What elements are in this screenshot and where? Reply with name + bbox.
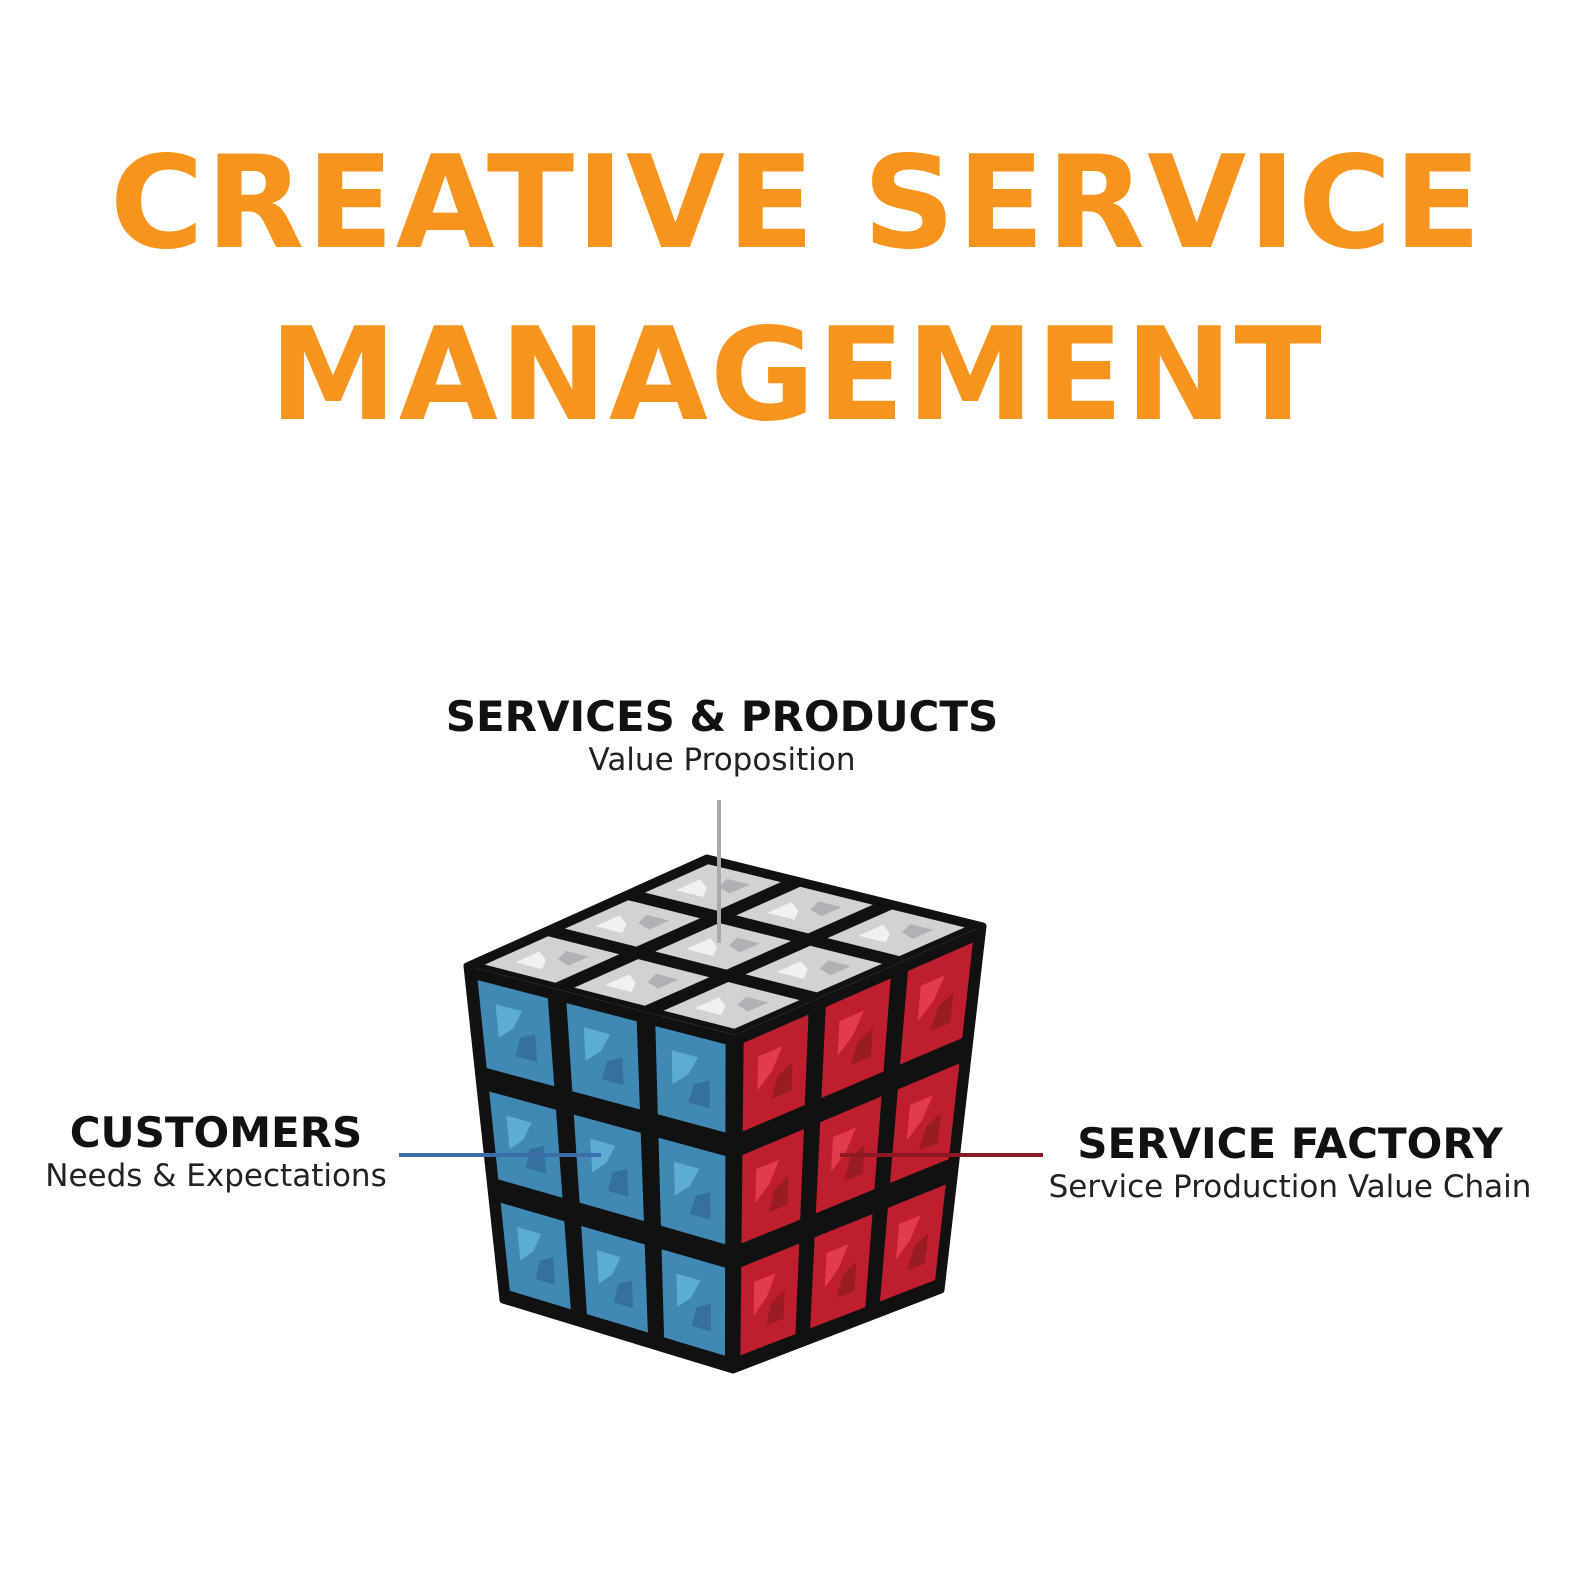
sticker-highlight [895,1215,921,1260]
sticker-shadow [691,1303,711,1332]
sticker-highlight [753,1273,776,1316]
sticker-highlight [517,1227,541,1261]
top-face-sticker [564,900,701,947]
label-sub: Value Proposition [588,742,856,779]
sticker-highlight [906,1095,934,1141]
label-sub: Needs & Expectations [45,1158,387,1195]
sticker-highlight [767,902,799,920]
top-face-sticker [574,959,710,1006]
sticker-highlight [515,951,546,970]
label-sub: Service Production Value Chain [1048,1169,1532,1206]
sticker-shadow [525,1145,547,1174]
top-face-sticker [827,909,965,957]
sticker-highlight [595,915,627,934]
label-service-factory: SERVICE FACTORY Service Production Value… [1040,1119,1540,1207]
sticker-highlight [858,924,890,943]
sticker-shadow [810,901,842,917]
sticker-shadow [907,1233,929,1271]
label-heading: SERVICES & PRODUCTS [445,692,999,741]
sticker-shadow [902,924,934,939]
right-face-sticker [741,1129,804,1244]
label-heading: SERVICE FACTORY [1077,1119,1503,1168]
sticker-highlight [506,1115,532,1150]
sticker-shadow [768,1176,789,1213]
sticker-shadow [851,1027,873,1065]
sticker-highlight [676,1273,701,1307]
sticker-highlight [583,1027,611,1061]
sticker-highlight [674,1161,700,1196]
right-face-sticker [740,1243,800,1356]
top-face-sticker [655,923,792,970]
right-face-sticker [900,942,973,1065]
sticker-shadow [613,1280,634,1309]
sticker-highlight [604,974,636,993]
sticker-highlight [776,961,808,979]
sticker-shadow [819,960,851,976]
top-face-sticker [645,864,781,911]
sticker-shadow [638,914,670,930]
sticker-shadow [688,1080,710,1109]
label-customers: CUSTOMERS Needs & Expectations [16,1108,416,1196]
sticker-shadow [771,1062,793,1099]
sticker-highlight [757,1046,783,1091]
sticker-shadow [647,973,679,989]
sticker-highlight [755,1159,780,1204]
sticker-shadow [836,1261,857,1298]
label-services-products: SERVICES & PRODUCTS Value Proposition [422,692,1022,780]
sticker-highlight [831,1127,857,1172]
top-face-sticker [484,936,620,983]
sticker-shadow [930,992,954,1031]
right-face-sticker [821,978,891,1098]
right-face-sticker [810,1214,873,1329]
sticker-highlight [596,1250,621,1284]
sticker-shadow [918,1112,941,1151]
sticker-shadow [515,1034,538,1063]
sticker-highlight [495,1004,522,1038]
cube-front-edge [729,1034,739,1371]
sticker-shadow [689,1192,711,1220]
sticker-highlight [686,938,717,956]
sticker-shadow [602,1057,624,1086]
sticker-shadow [718,878,750,894]
sticker-shadow [766,1290,785,1326]
sticker-highlight [917,975,946,1022]
right-face-sticker [742,1014,809,1132]
sticker-highlight [694,997,726,1016]
sticker-shadow [557,950,589,966]
label-heading: CUSTOMERS [69,1108,363,1157]
top-face-sticker [663,982,800,1029]
top-face-sticker [736,886,873,934]
sticker-highlight [837,1010,864,1057]
title-line-2: MANAGEMENT [269,301,1324,450]
sticker-highlight [675,879,707,897]
title-line-1: CREATIVE SERVICE [109,129,1484,278]
sticker-highlight [590,1138,616,1173]
top-face-sticker [745,945,883,993]
sticker-highlight [824,1244,849,1288]
sticker-shadow [737,996,769,1012]
sticker-shadow [607,1168,629,1197]
sticker-shadow [535,1257,556,1285]
sticker-highlight [671,1050,699,1084]
sticker-shadow [729,937,760,953]
right-face-sticker [880,1184,946,1302]
